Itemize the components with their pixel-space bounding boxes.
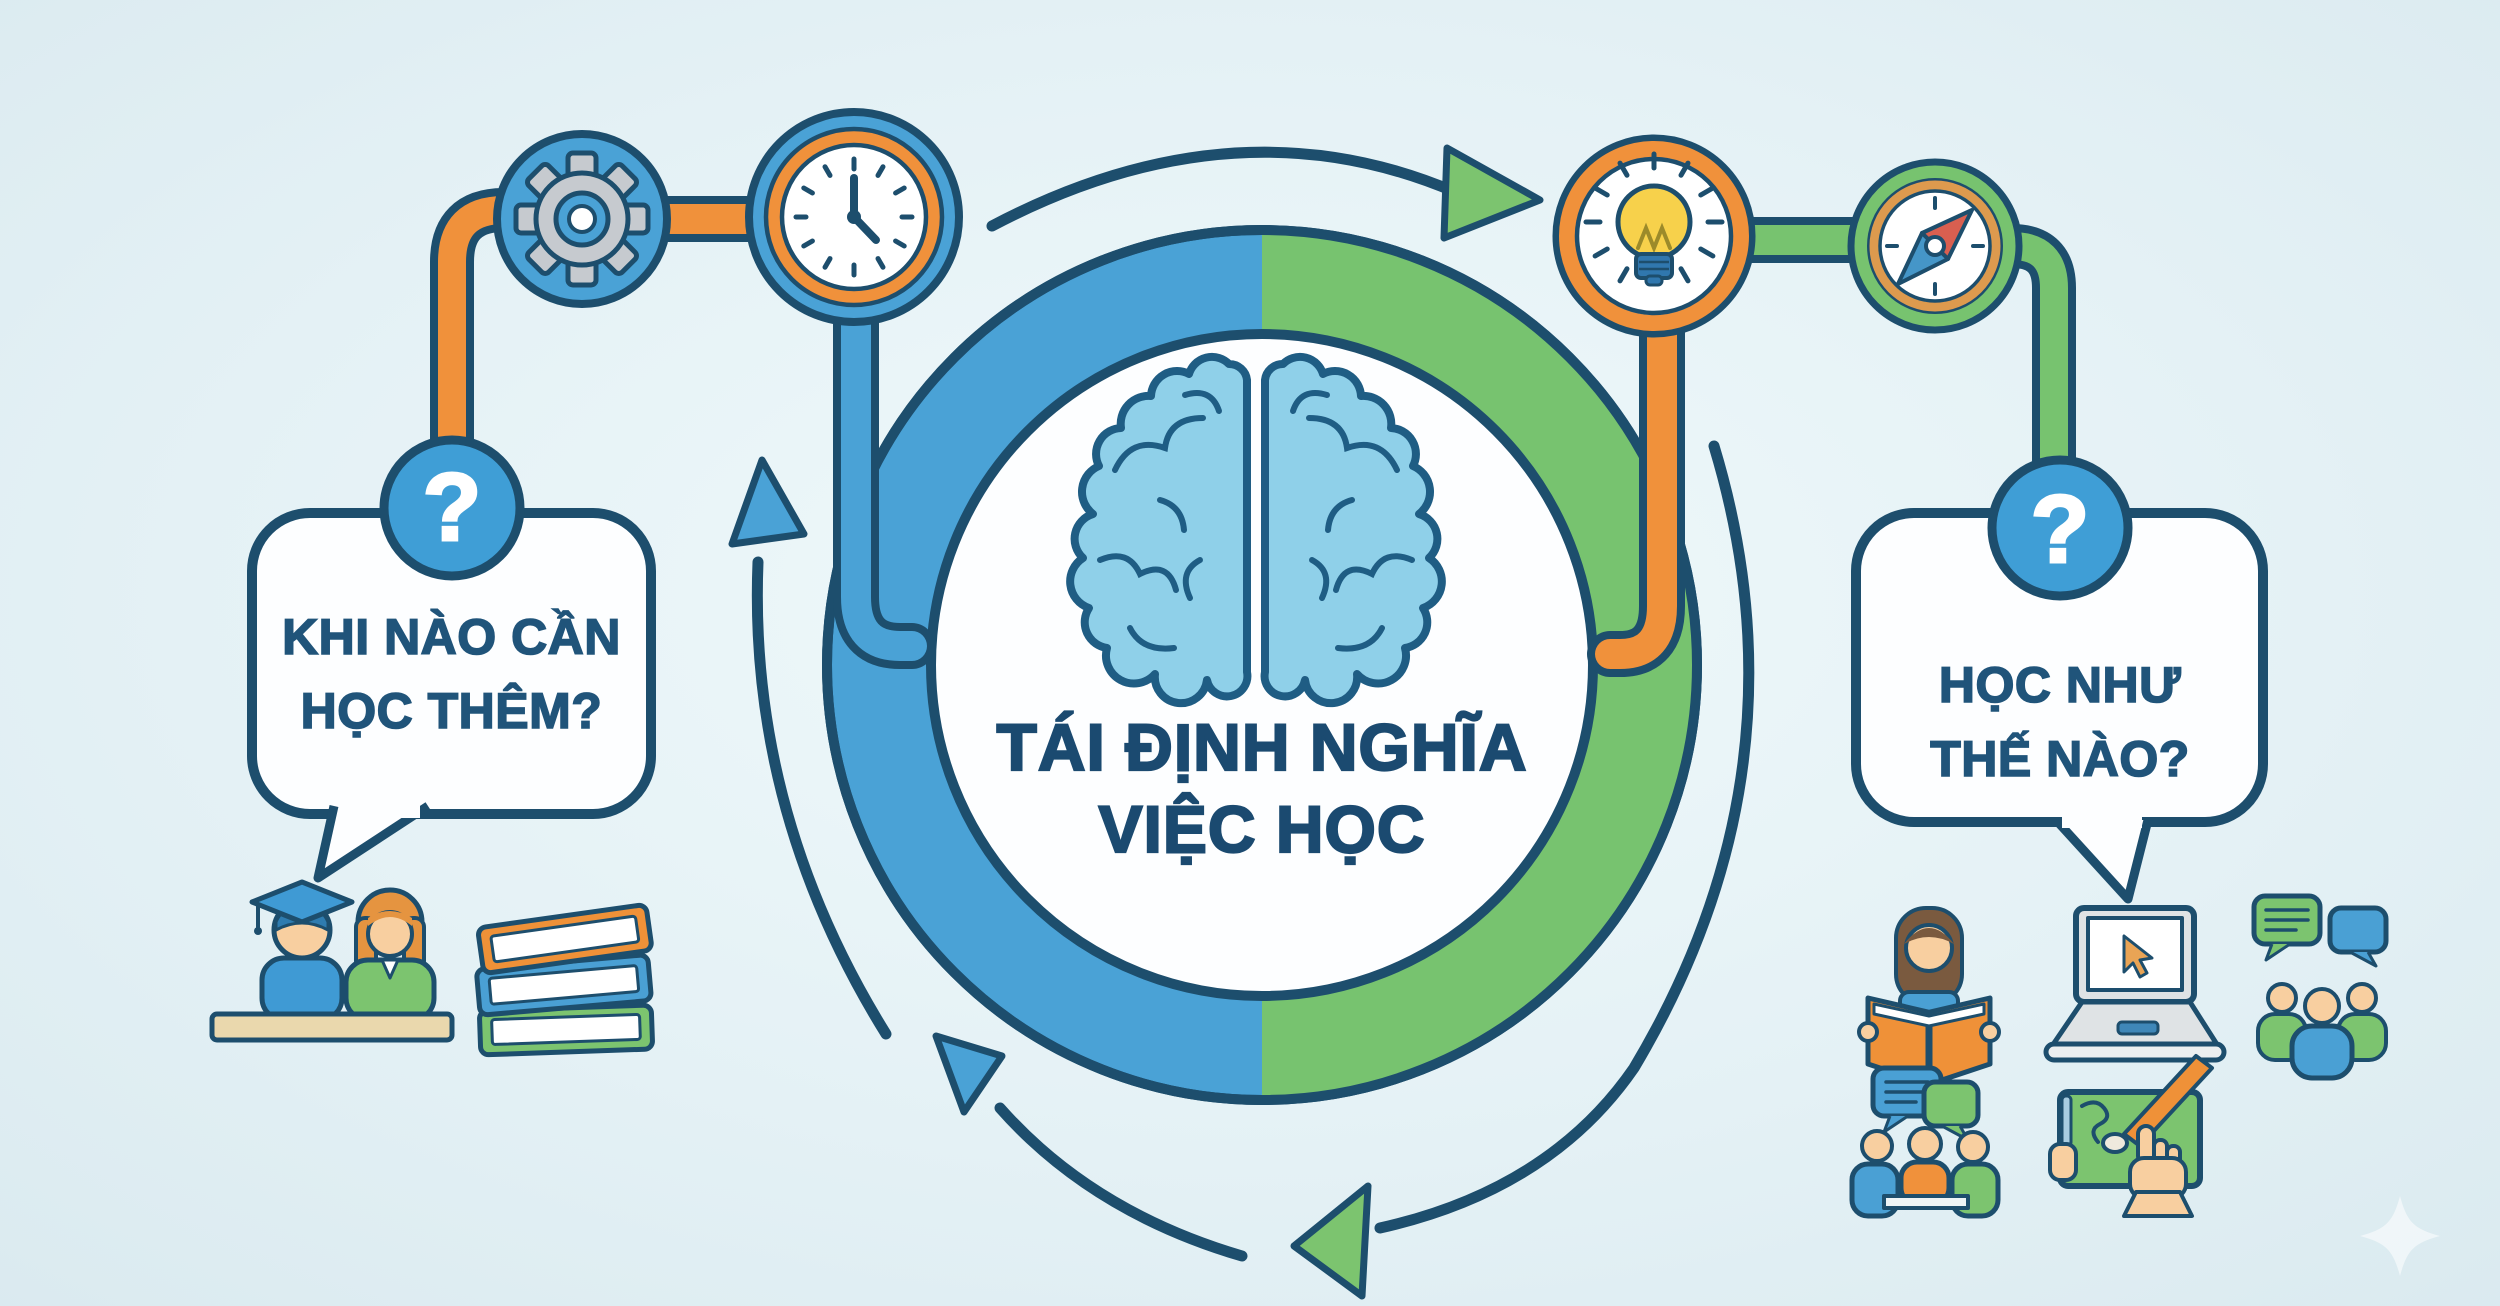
cycle-arc-bottom-left [994, 1102, 1248, 1262]
reading-person-icon [1857, 906, 2001, 1087]
right-speech-bubble [1851, 508, 2268, 904]
cycle-arrow-icon [728, 144, 1755, 1300]
clock-icon [745, 108, 963, 326]
left-speech-bubble [247, 508, 656, 883]
pipe-bulb-to-circle [1595, 315, 1677, 669]
group-chat-icon [2251, 893, 2389, 1081]
question-badge-icon [379, 435, 525, 581]
pointing-hand-icon [2122, 1124, 2194, 1218]
sparkle-icon [2360, 1196, 2440, 1276]
books-icon [474, 902, 655, 1058]
lightbulb-icon [1552, 134, 1756, 338]
compass-icon [1847, 158, 2023, 334]
cursor-icon [2122, 934, 2154, 979]
whiteboard-icon [2048, 1054, 2214, 1218]
cycle-arc-left [751, 556, 892, 1040]
laptop-icon [2043, 905, 2227, 1063]
student-teacher-icon [209, 879, 455, 1043]
arrowhead-left-icon [728, 456, 808, 548]
cycle-arc-right [1374, 440, 1755, 1234]
gear-icon [493, 130, 671, 308]
question-badge-icon [1987, 455, 2133, 601]
arrowhead-top-icon [1440, 144, 1544, 242]
pipe-clock-to-circle [841, 295, 927, 661]
cycle-arc-top [986, 146, 1461, 232]
arrowhead-bottom-icon [1290, 1182, 1372, 1300]
discussion-icon [1849, 1065, 2001, 1219]
arrowhead-bottom-left-icon [932, 1032, 1006, 1116]
